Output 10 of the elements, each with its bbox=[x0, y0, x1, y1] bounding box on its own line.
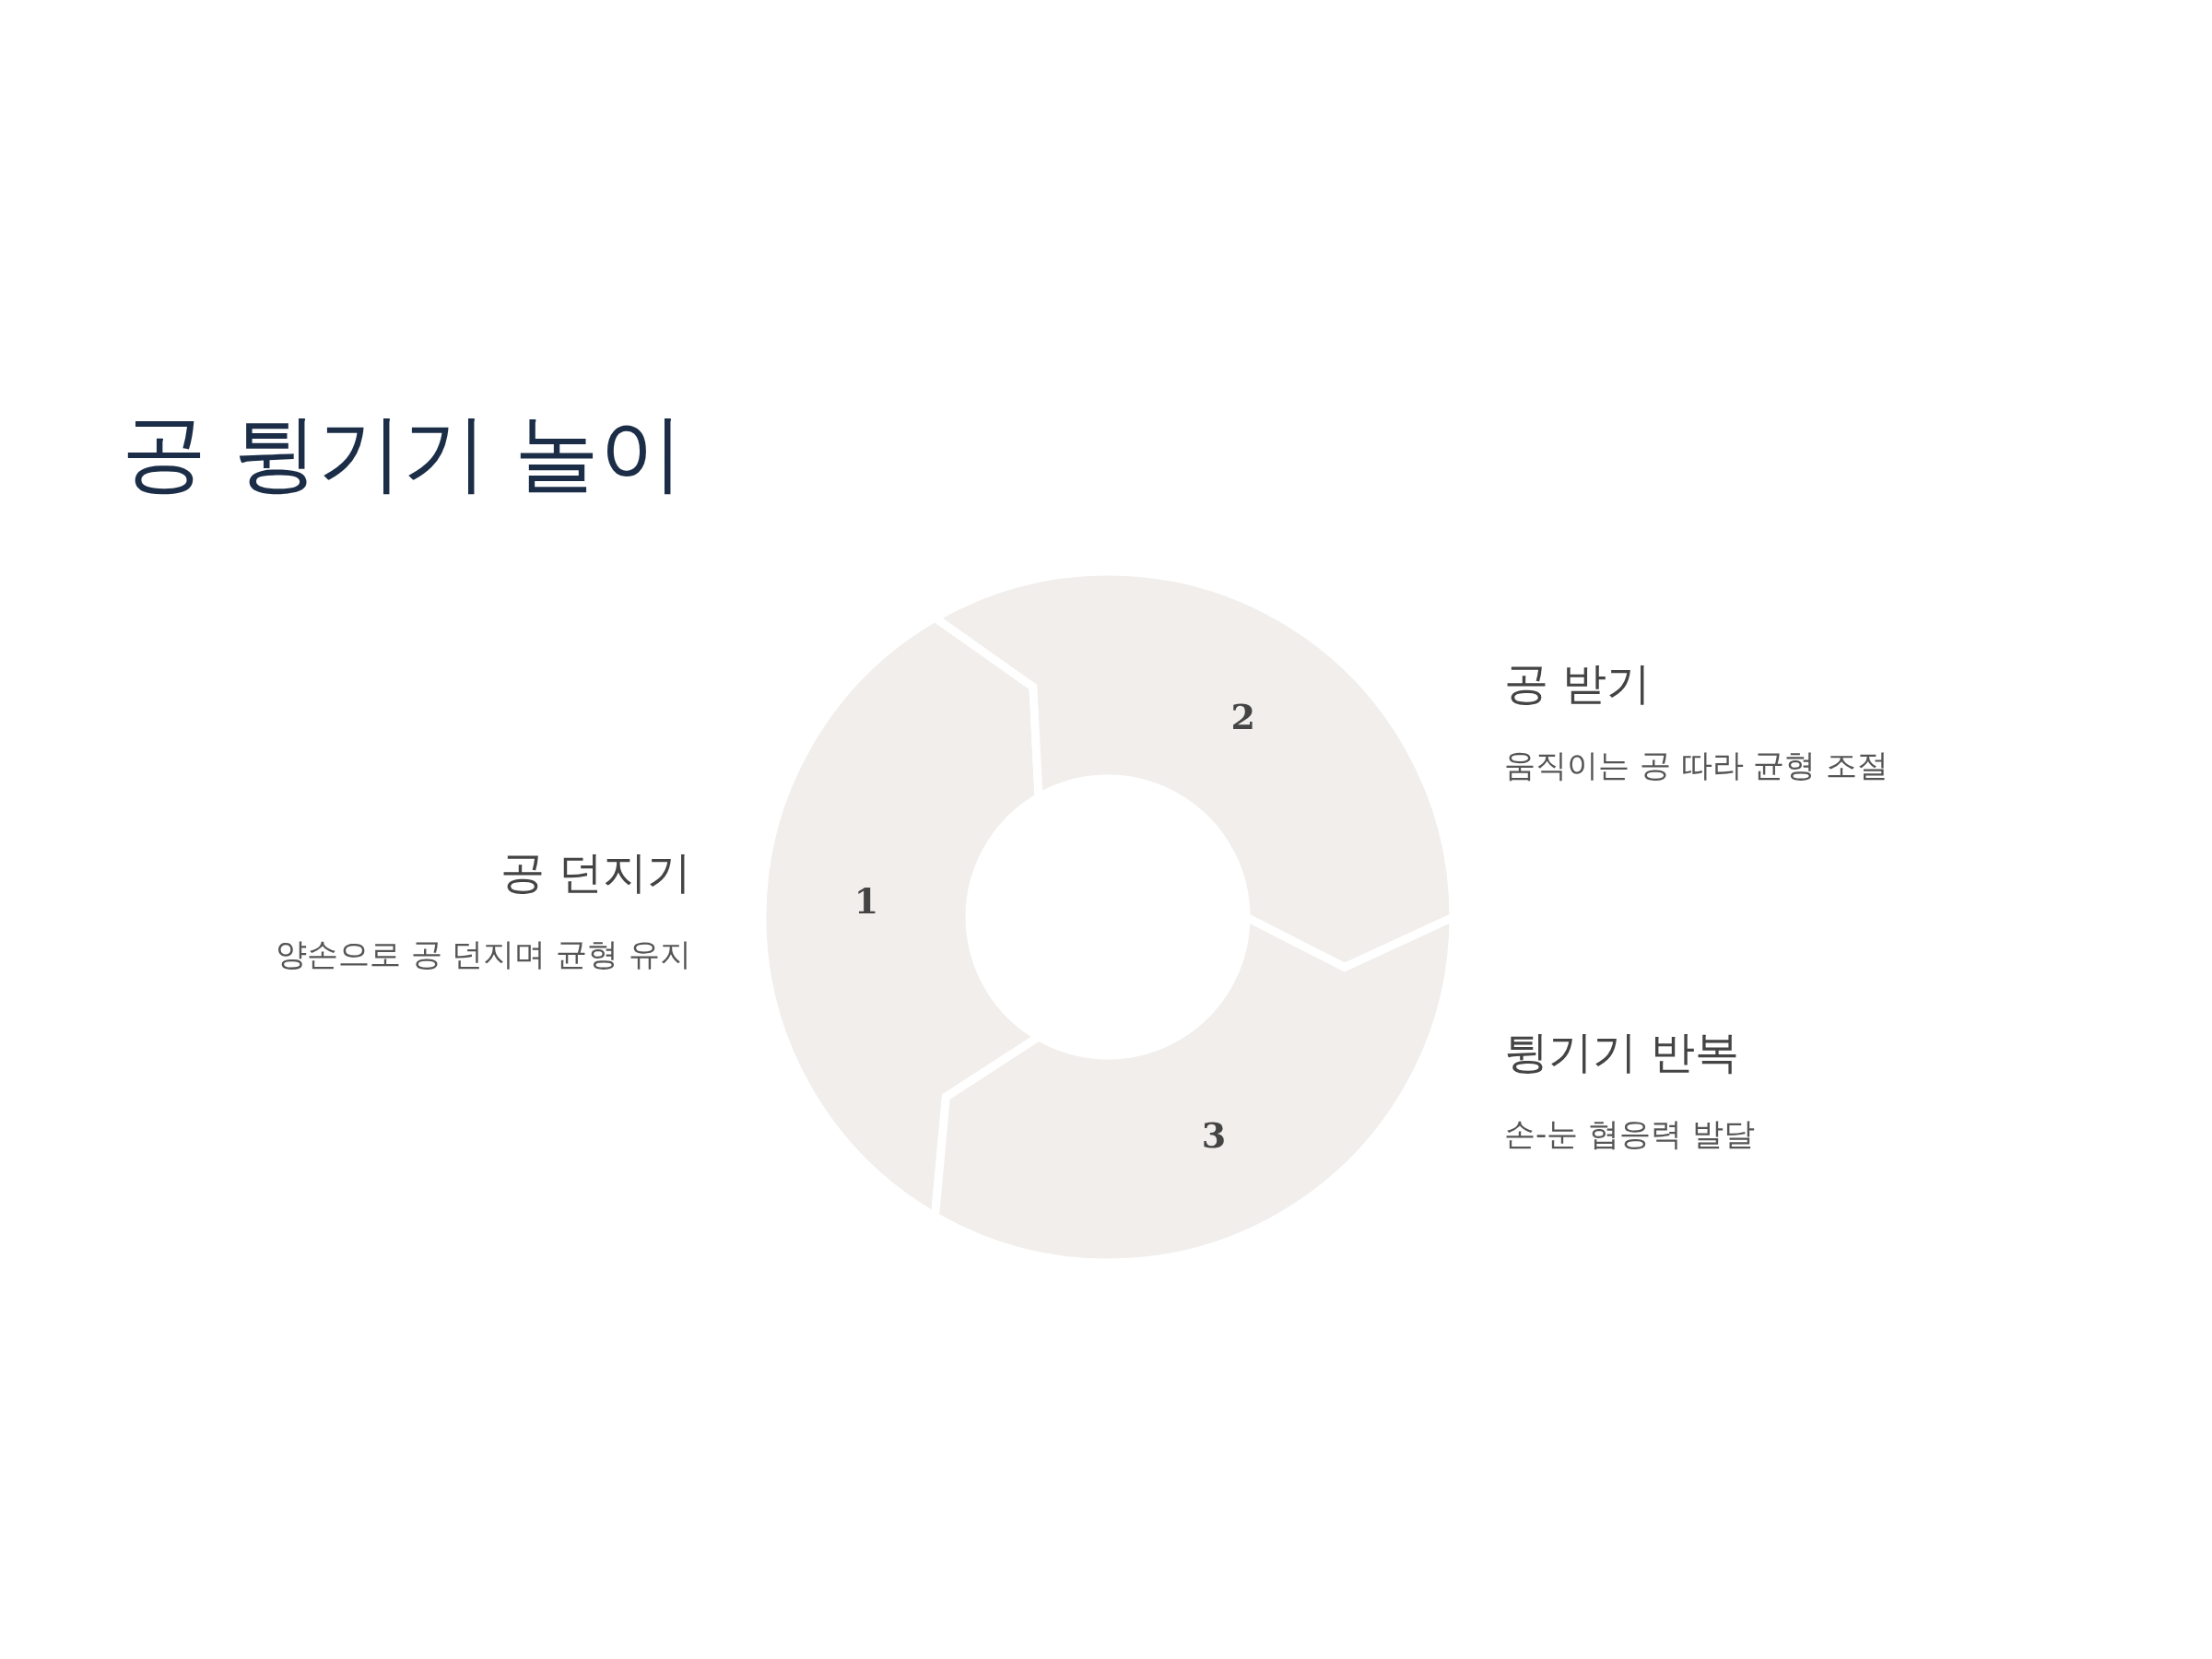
step-title: 튕기기 반복 bbox=[1504, 1025, 1740, 1079]
step-number: 1 bbox=[853, 879, 879, 922]
step-description: 움직이는 공 따라 균형 조절 bbox=[1504, 746, 1889, 785]
step-title: 공 받기 bbox=[1504, 656, 1652, 711]
step-description: 양손으로 공 던지며 균형 유지 bbox=[275, 935, 691, 974]
step-number: 3 bbox=[1201, 1113, 1227, 1156]
step-title: 공 던지기 bbox=[500, 845, 691, 900]
title: 공 튕기기 놀이 bbox=[122, 403, 685, 504]
step-description: 손-눈 협응력 발달 bbox=[1504, 1114, 1755, 1154]
step-number: 2 bbox=[1230, 696, 1256, 738]
